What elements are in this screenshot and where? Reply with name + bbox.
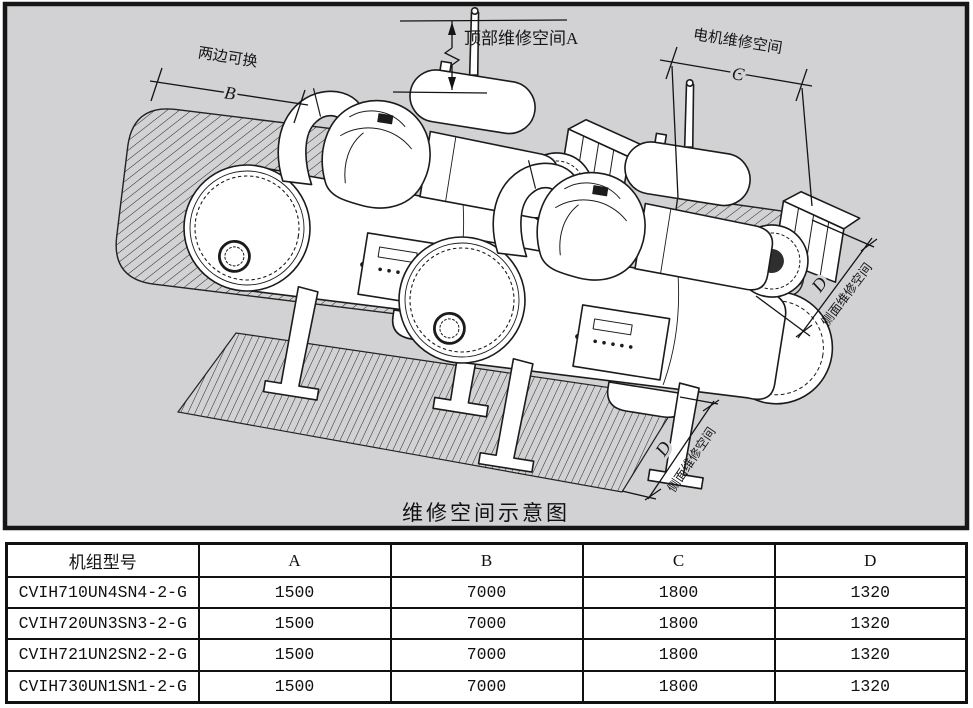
cell-a: 1500 [197, 638, 392, 672]
cell-d: 1320 [773, 575, 968, 610]
spec-table-head: 机组型号 A B C D [5, 542, 968, 578]
cell-d: 1320 [773, 607, 968, 641]
col-header-d: D [773, 542, 968, 578]
label-top-space: 顶部维修空间A [464, 29, 579, 48]
col-header-b: B [389, 542, 584, 578]
diagram-caption: 维修空间示意图 [402, 501, 570, 525]
maintenance-space-diagram: 顶部维修空间A 两边可换 B 电机维修空间 C D 侧面维修空间 D 侧面维 [2, 0, 970, 531]
col-header-c: C [581, 542, 776, 578]
col-header-model: 机组型号 [5, 542, 200, 578]
cell-b: 7000 [389, 607, 584, 641]
cell-model: CVIH730UN1SN1-2-G [5, 669, 200, 704]
table-row: CVIH721UN2SN2-2-G 1500 7000 1800 1320 [5, 638, 968, 672]
cell-b: 7000 [389, 638, 584, 672]
cell-model: CVIH721UN2SN2-2-G [5, 638, 200, 672]
cell-c: 1800 [581, 607, 776, 641]
cell-c: 1800 [581, 575, 776, 610]
cell-d: 1320 [773, 638, 968, 672]
cell-model: CVIH710UN4SN4-2-G [5, 575, 200, 610]
cell-d: 1320 [773, 669, 968, 704]
cell-c: 1800 [581, 638, 776, 672]
cell-a: 1500 [197, 607, 392, 641]
table-row: CVIH730UN1SN1-2-G 1500 7000 1800 1320 [5, 669, 968, 704]
spec-table: 机组型号 A B C D CVIH710UN4SN4-2-G 1500 7000… [5, 542, 968, 704]
cell-c: 1800 [581, 669, 776, 704]
col-header-a: A [197, 542, 392, 578]
dim-a: 顶部维修空间A [392, 19, 579, 94]
cell-a: 1500 [197, 669, 392, 704]
cell-a: 1500 [197, 575, 392, 610]
cell-b: 7000 [389, 575, 584, 610]
cell-b: 7000 [389, 669, 584, 704]
header-row: 机组型号 A B C D [5, 542, 968, 578]
spec-table-body: CVIH710UN4SN4-2-G 1500 7000 1800 1320 CV… [5, 575, 968, 704]
cell-model: CVIH720UN3SN3-2-G [5, 607, 200, 641]
table-row: CVIH710UN4SN4-2-G 1500 7000 1800 1320 [5, 575, 968, 610]
table-row: CVIH720UN3SN3-2-G 1500 7000 1800 1320 [5, 607, 968, 641]
